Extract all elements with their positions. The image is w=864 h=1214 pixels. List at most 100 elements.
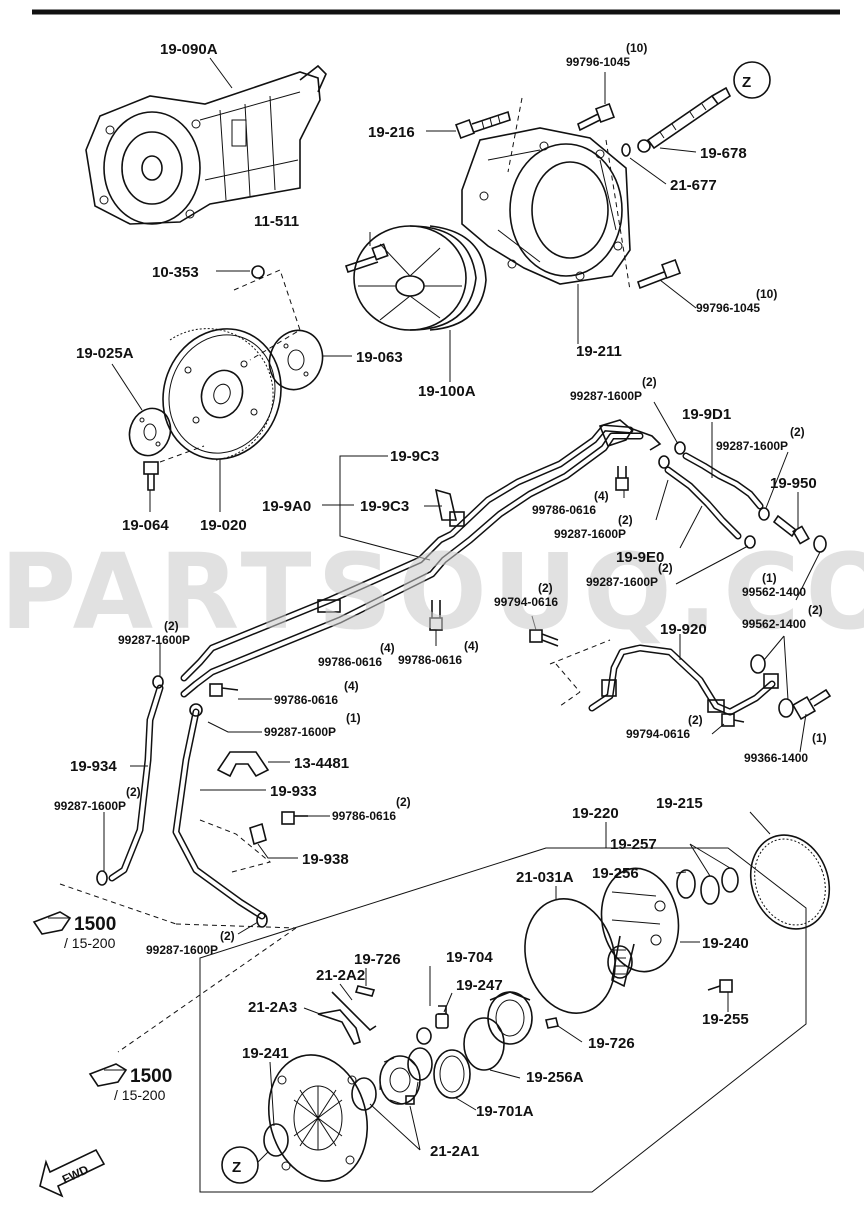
label-99287-g: 99287-1600P [264,725,336,739]
label-19-9A0: 19-9A0 [262,498,311,515]
washer-10-353 [251,265,265,279]
label-qty-2-g: (2) [808,603,823,617]
label-qty-2-b: (2) [790,425,805,439]
label-99287-a: 99287-1600P [570,389,642,403]
bolt-19-216 [455,110,511,139]
label-19-678: 19-678 [700,145,747,162]
bolt-99786-a [615,466,629,491]
pointing-hand-icon [32,911,72,935]
z-marker-top [733,61,771,99]
leader-19-257 [689,843,731,877]
label-qty-4-c: (4) [344,679,359,693]
label-99287-d: 99287-1600P [586,575,658,589]
label-21-2A2: 21-2A2 [316,967,365,984]
label-19-704: 19-704 [446,949,493,966]
label-qty-2-c: (2) [618,513,633,527]
label-qty-2-a: (2) [642,375,657,389]
label-19-920: 19-920 [660,621,707,638]
label-19-726-a: 19-726 [354,951,401,968]
label-19-025A: 19-025A [76,345,134,362]
bolt-99786-e [281,811,308,825]
label-19-211: 19-211 [576,343,622,360]
label-19-9D1: 19-9D1 [682,406,731,423]
bolt-19-064 [143,461,159,491]
label-qty-2-e: (2) [538,581,553,595]
bolt-19-255 [707,979,733,993]
union-bolt-19-950 [772,514,810,545]
leader-19-256A [489,1069,521,1079]
leader-99794-a [531,615,537,631]
label-99794-b: 99794-0616 [626,727,690,741]
label-15-200-a: / 15-200 [64,935,116,951]
transmission-drawing [85,64,327,225]
bolt-11-511 [344,243,389,274]
label-19-9C3-a: 19-9C3 [390,448,439,465]
z-marker-bottom [221,1146,259,1184]
label-99562-a: 99562-1400 [742,585,806,599]
leader-21-2A3 [303,1007,321,1015]
label-99287-f: 99287-1600P [118,633,190,647]
label-19-726-b: 19-726 [588,1035,635,1052]
hose-19-934 [108,684,164,882]
bolt-99786-c [209,683,239,697]
oring-21-677 [621,143,631,157]
label-19-950: 19-950 [770,475,817,492]
label-qty-4-c-top: (4) [380,641,395,655]
label-19-240: 19-240 [702,935,749,952]
dashed-guide-3 [233,269,301,361]
watermark: PARTSOUQ.COM [0,531,864,653]
label-99786-c-top: 99786-0616 [318,655,382,669]
label-99287-c: 99287-1600P [554,527,626,541]
leader-99562-a [795,551,821,601]
bracket-13-4481 [216,751,270,778]
torque-converter-19-100A [353,225,487,331]
leader-19-025A [111,363,143,411]
bolt-99794-b [721,713,745,727]
label-99287-k: 99287-1600P [146,943,218,957]
oil-pump-frame [199,847,807,1193]
label-qty-10-top: (10) [626,41,647,55]
vane-21-2A3 [317,1009,361,1045]
label-qty-4-b: (4) [464,639,479,653]
clamp-h [256,912,268,928]
leader-19-247 [443,992,453,1013]
leader-99562-g1 [763,635,785,661]
label-19-9E0: 19-9E0 [616,549,664,566]
gasket-19-215 [749,834,831,930]
label-qty-2-j: (2) [396,795,411,809]
label-19-241: 19-241 [242,1045,289,1062]
hose-19-933 [172,708,266,920]
label-19-247: 19-247 [456,977,503,994]
label-19-216: 19-216 [368,124,415,141]
converter-housing-19-211 [461,127,631,285]
leader-99287-a [653,401,679,445]
label-qty-2-k: (2) [220,929,235,943]
label-21-2A3: 21-2A3 [248,999,297,1016]
clamp-f [189,703,203,717]
oring-21-031A [524,898,616,1014]
label-19-9C3-b: 19-9C3 [360,498,409,515]
leader-19-701A [455,1097,477,1111]
leader-19-726-b [557,1025,583,1043]
label-qty-2-h: (2) [688,713,703,727]
leader-99366 [799,713,807,753]
spring-19-247 [416,1027,432,1045]
label-21-031A: 21-031A [516,869,574,886]
shaft-19-678 [637,86,732,153]
bolt-99366 [791,688,832,721]
leader-99796-mid [659,279,697,309]
clamp-b [658,455,670,469]
label-19-701A: 19-701A [476,1103,534,1120]
leader-19-090A [209,57,233,89]
label-99562-g: 99562-1400 [742,617,806,631]
leader-99287-c [655,479,669,521]
label-19-100A: 19-100A [418,383,476,400]
leader-19-678 [659,147,697,153]
bolt-99796-mid [636,259,681,290]
hose-19-9D1 [682,452,764,510]
inner-gear [351,1077,377,1111]
label-99796-1045-top: 99796-1045 [566,55,630,69]
dashed-guide-1 [507,97,523,173]
